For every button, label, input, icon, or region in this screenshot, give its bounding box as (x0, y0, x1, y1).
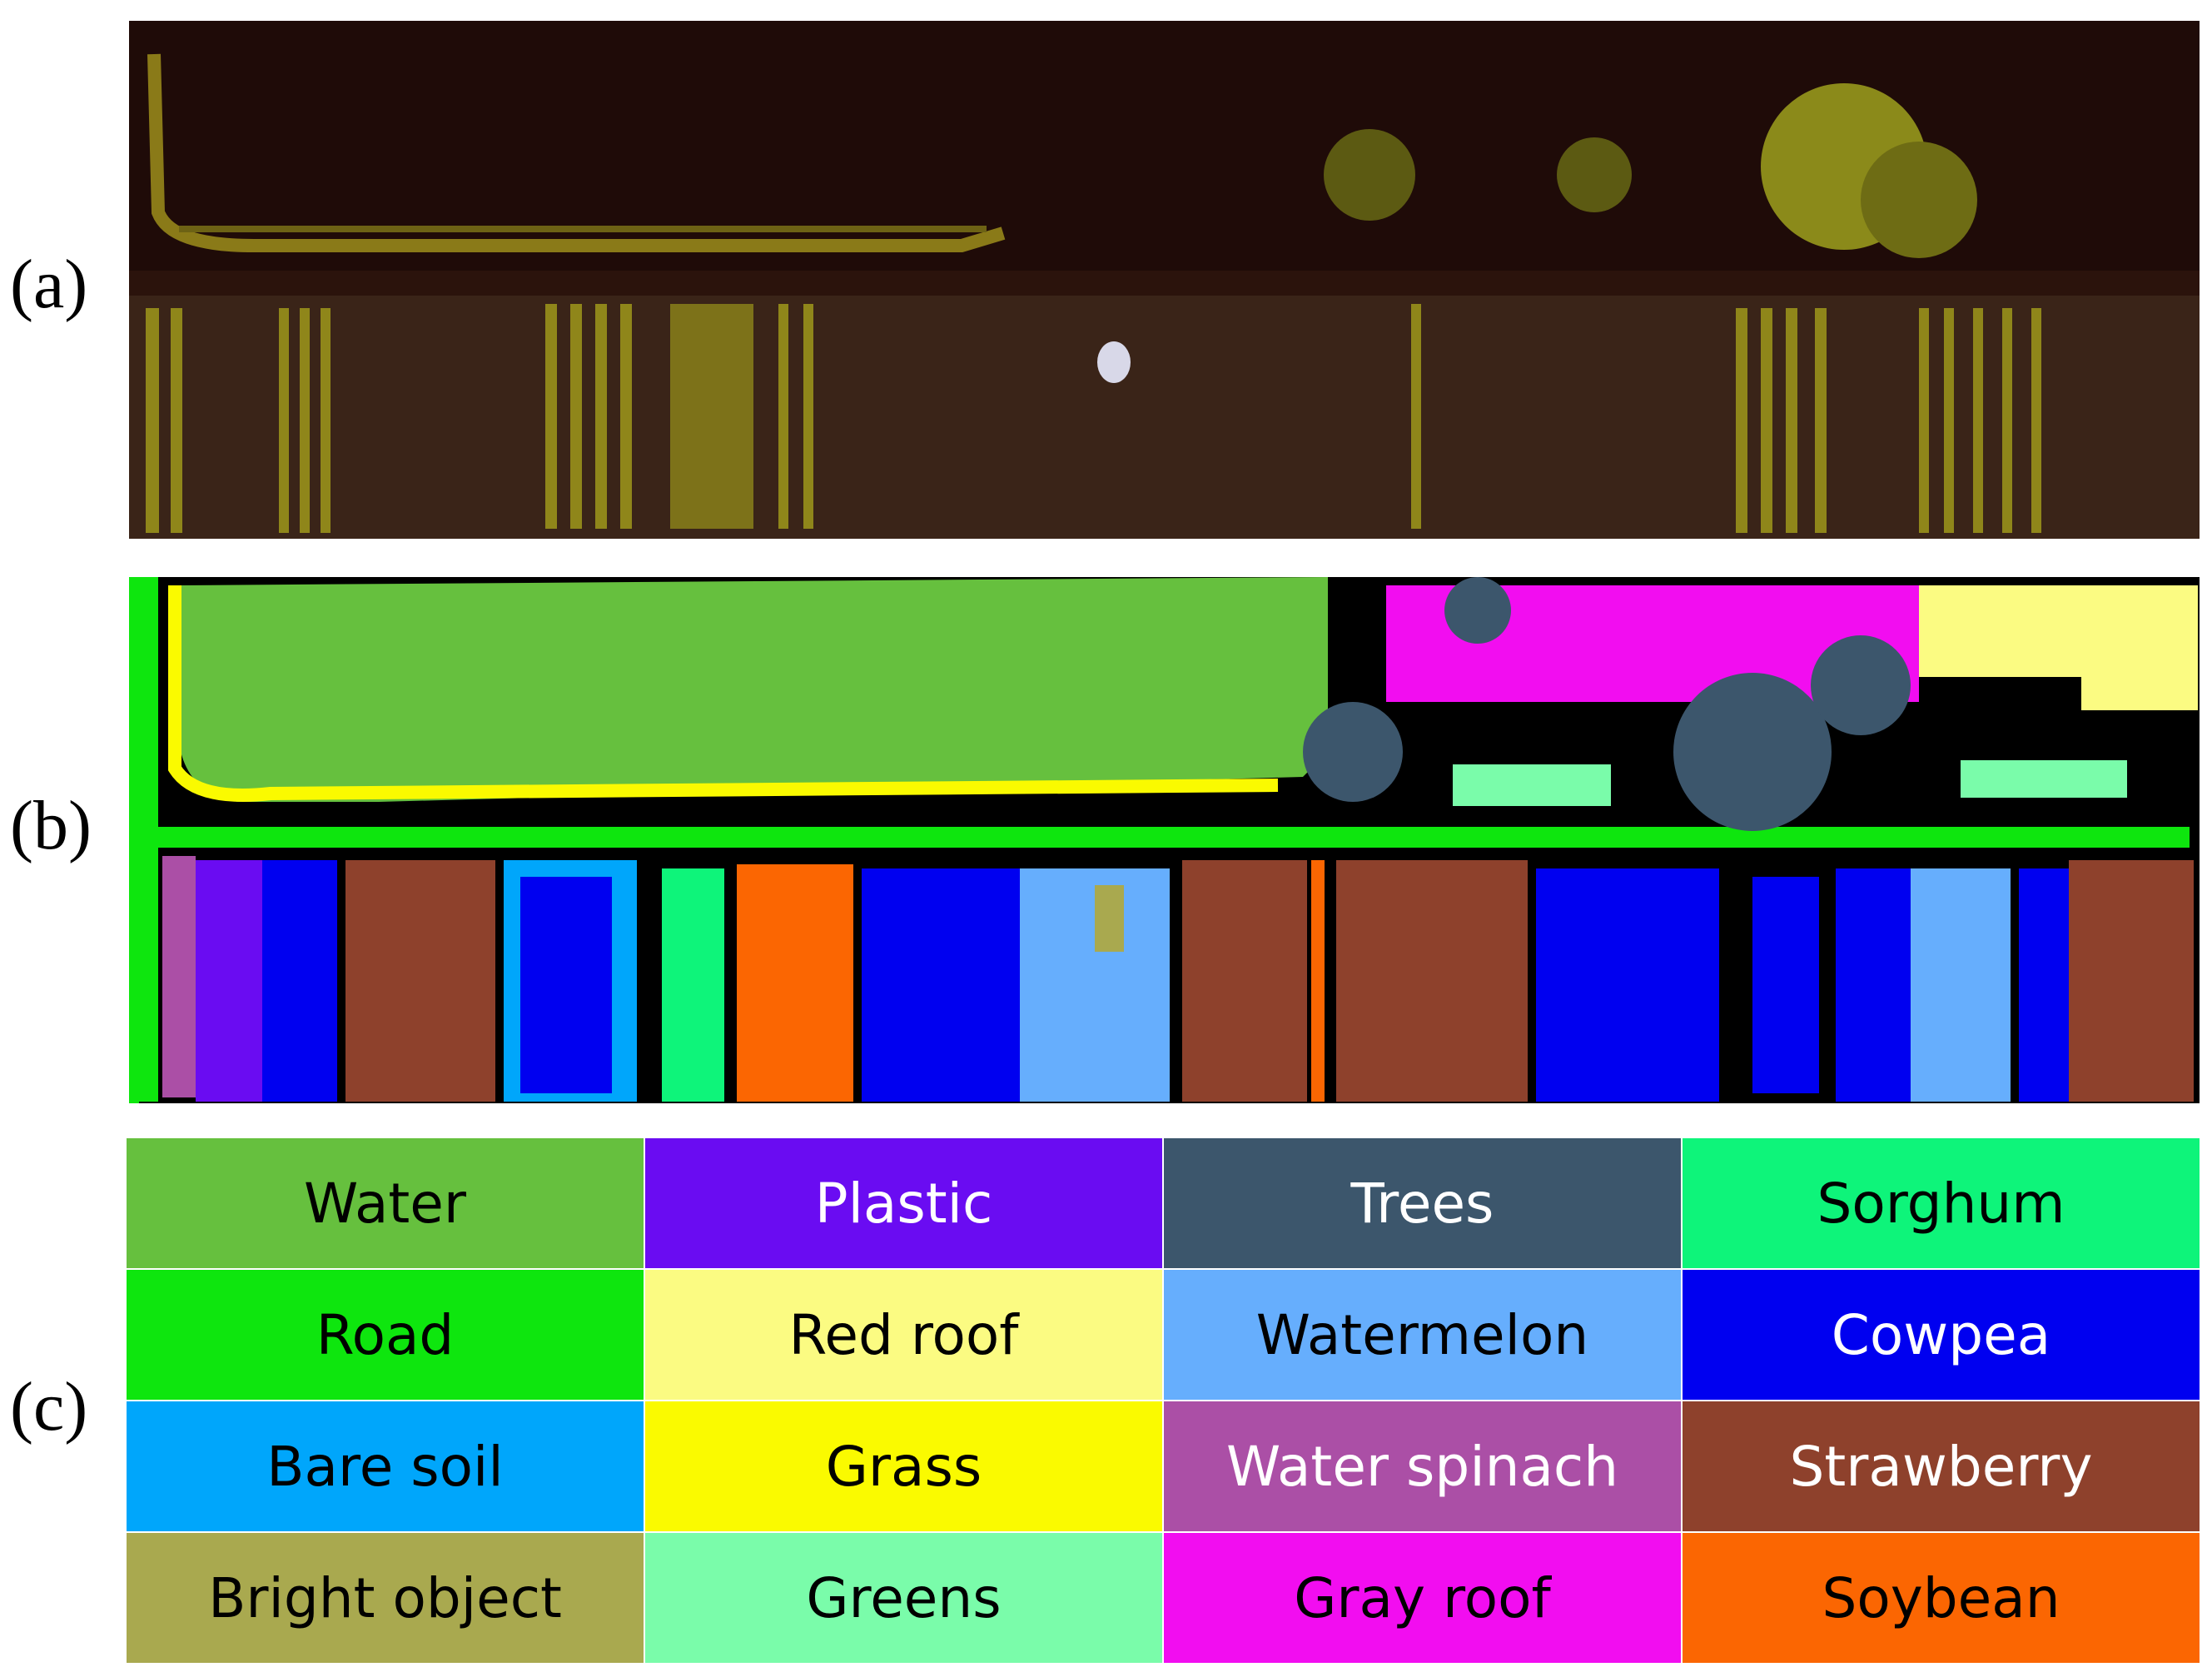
legend-label: Plastic (814, 1171, 993, 1236)
legend-label: Soybean (1822, 1565, 2060, 1630)
legend-item: Grass (645, 1401, 1162, 1531)
panel-label-a: (a) (10, 246, 88, 323)
legend-item: Greens (645, 1533, 1162, 1663)
legend-item: Soybean (1683, 1533, 2200, 1663)
legend-item: Gray roof (1164, 1533, 1681, 1663)
legend-label: Red roof (788, 1302, 1019, 1367)
legend-item: Water (127, 1138, 644, 1268)
legend-label: Road (316, 1302, 455, 1367)
panel-label-c: (c) (10, 1368, 88, 1446)
legend-item: Watermelon (1164, 1270, 1681, 1400)
legend-label: Greens (806, 1565, 1002, 1630)
legend-label: Gray roof (1294, 1565, 1551, 1630)
legend-label: Bare soil (266, 1434, 504, 1499)
legend-label: Trees (1350, 1171, 1494, 1236)
legend-label: Cowpea (1831, 1302, 2051, 1367)
legend-item: Trees (1164, 1138, 1681, 1268)
legend-item: Cowpea (1683, 1270, 2200, 1400)
legend-label: Water (303, 1171, 467, 1236)
legend-label: Watermelon (1255, 1302, 1589, 1367)
aerial-image (129, 21, 2200, 539)
panel-label-b: (b) (10, 787, 92, 864)
legend-item: Bright object (127, 1533, 644, 1663)
legend-label: Strawberry (1789, 1434, 2093, 1499)
legend-item: Road (127, 1270, 644, 1400)
legend-item: Bare soil (127, 1401, 644, 1531)
legend-label: Bright object (208, 1565, 562, 1630)
legend-item: Red roof (645, 1270, 1162, 1400)
legend-item: Strawberry (1683, 1401, 2200, 1531)
legend-item: Plastic (645, 1138, 1162, 1268)
legend-item: Water spinach (1164, 1401, 1681, 1531)
legend-item: Sorghum (1683, 1138, 2200, 1268)
classification-map (129, 577, 2200, 1103)
legend-label: Sorghum (1817, 1171, 2065, 1236)
legend-label: Water spinach (1225, 1434, 1619, 1499)
legend-label: Grass (825, 1434, 982, 1499)
